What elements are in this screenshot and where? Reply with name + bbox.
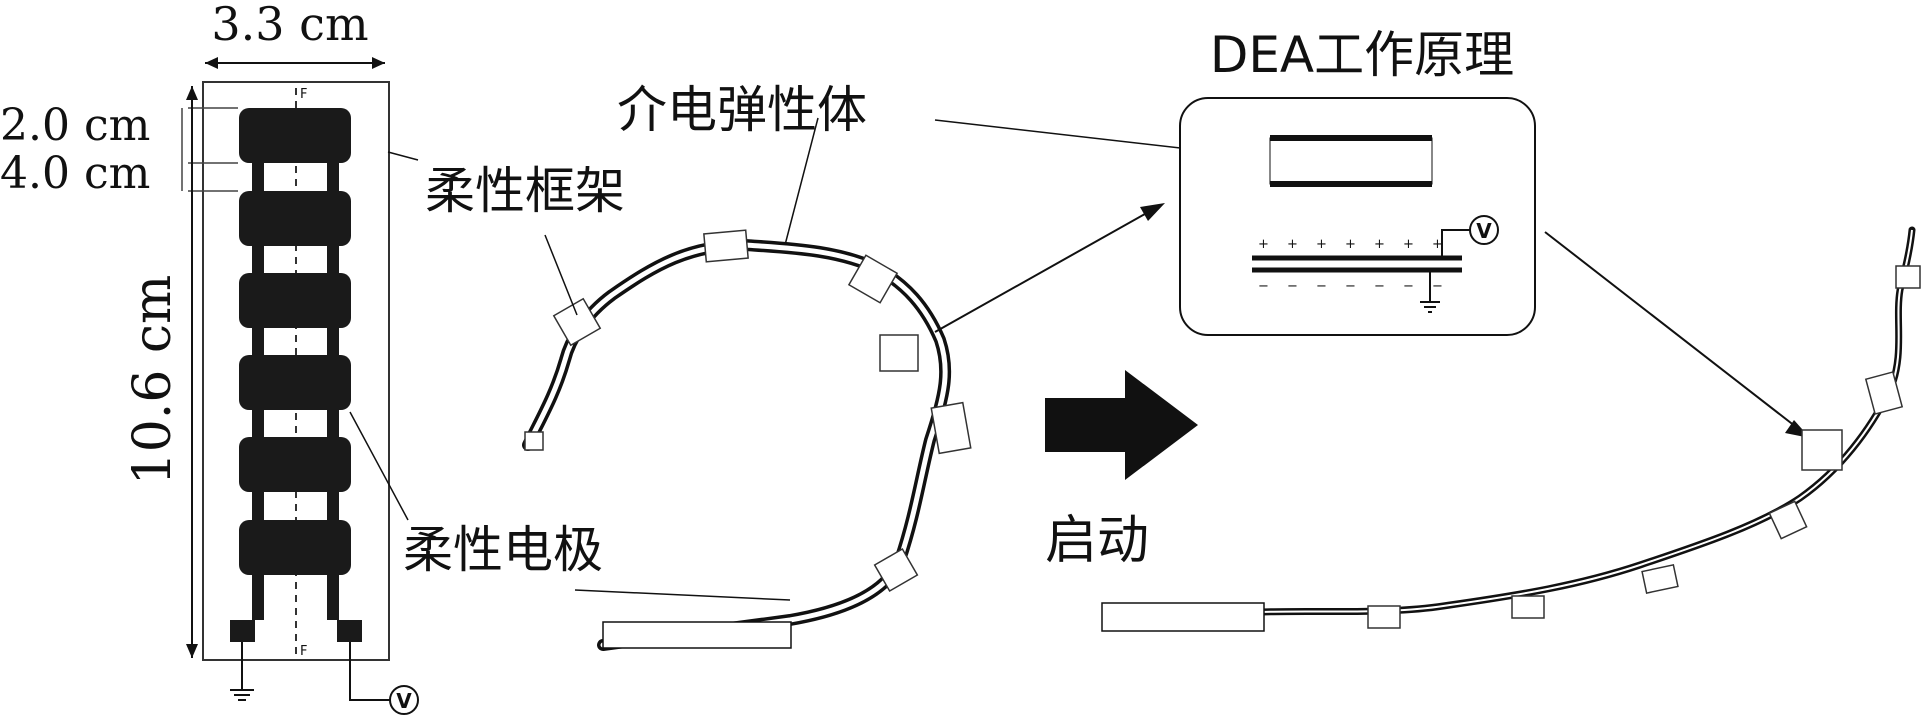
base-strip — [602, 621, 792, 649]
actuation-arrow-group: 启动 — [1045, 370, 1198, 571]
inset-voltage-source-icon: V — [1441, 215, 1499, 258]
dielectric-elastomer-label: 介电弹性体 — [617, 81, 867, 139]
frame-segment — [1864, 371, 1904, 415]
inset-voltage-label: V — [1476, 219, 1492, 243]
dea-principle-inset: DEA工作原理 + + + + + + + − − − − − − − — [1179, 26, 1536, 336]
electrode-pad — [239, 191, 351, 246]
total-height-label: 10.6 cm — [123, 275, 183, 486]
frame-segment — [930, 401, 972, 455]
svg-text:−: − — [1403, 279, 1414, 294]
frame-segment — [1801, 429, 1843, 471]
electrode-pad — [239, 437, 351, 492]
terminal-pad-left — [230, 620, 255, 642]
svg-text:−: − — [1432, 279, 1443, 294]
svg-text:−: − — [1374, 279, 1385, 294]
electrode-bus-left — [252, 160, 264, 580]
svg-text:+: + — [1374, 237, 1385, 252]
svg-text:+: + — [1432, 237, 1443, 252]
svg-text:+: + — [1287, 237, 1298, 252]
frame-segment — [703, 229, 749, 263]
frame-segment — [1367, 605, 1401, 629]
force-top-label: F — [300, 87, 307, 102]
lead-leg-left — [252, 575, 264, 620]
dielectric-callout-line — [784, 117, 819, 246]
svg-text:−: − — [1258, 279, 1269, 294]
extended-strip-inner — [1261, 229, 1913, 613]
negative-charges: − − − − − − − — [1258, 279, 1443, 294]
lead-leg-right — [327, 575, 339, 620]
electrode-pad — [239, 520, 351, 575]
actuation-arrow-icon — [1045, 370, 1198, 480]
width-dimension-label: 3.3 cm — [211, 0, 368, 51]
electrode-bus-right — [327, 160, 339, 580]
frame-segment — [1641, 564, 1679, 594]
curled-strip-inner — [525, 242, 948, 648]
svg-text:+: + — [1403, 237, 1414, 252]
frame-segment — [879, 334, 919, 372]
flexible-electrode-label: 柔性电极 — [403, 521, 603, 579]
extended-frame-segments — [1367, 265, 1921, 629]
electrode-callout-line — [349, 411, 409, 521]
frame-segment — [1895, 265, 1921, 289]
flexible-frame-outline — [202, 81, 390, 661]
ground-icon — [230, 642, 254, 701]
segment-dimension-markers — [181, 107, 238, 192]
electrode-callout-line-2 — [574, 589, 791, 601]
voltage-source-icon: V — [349, 642, 419, 715]
curled-actuator-panel: 介电弹性体 — [522, 81, 972, 651]
frame-segment — [524, 431, 544, 451]
flexible-electrodes — [230, 108, 362, 642]
callout-arrows — [934, 119, 1810, 438]
extended-actuator-panel — [1101, 226, 1921, 632]
width-dimension-arrow — [205, 57, 385, 69]
flexible-frame-label: 柔性框架 — [425, 162, 625, 220]
frame-segment — [847, 254, 899, 304]
frame-segments — [524, 229, 972, 593]
inset-title: DEA工作原理 — [1210, 26, 1514, 84]
frame-segment — [873, 547, 919, 593]
force-bottom-label: F — [300, 644, 307, 659]
actuate-label: 启动 — [1045, 511, 1149, 571]
relaxed-elastomer — [1269, 137, 1433, 185]
svg-text:−: − — [1287, 279, 1298, 294]
frame-callout-line-2 — [544, 234, 578, 316]
dea-strip-panel: 3.3 cm F F — [0, 0, 625, 715]
svg-text:+: + — [1316, 237, 1327, 252]
gap-height-label: 4.0 cm — [0, 148, 150, 199]
svg-text:+: + — [1345, 237, 1356, 252]
frame-segment — [552, 297, 602, 347]
terminal-pad-right — [337, 620, 362, 642]
inset-box — [1179, 97, 1536, 336]
frame-segment — [1768, 500, 1808, 540]
svg-text:−: − — [1345, 279, 1356, 294]
inset-ground-icon — [1420, 270, 1440, 313]
voltage-symbol-label: V — [396, 689, 412, 713]
electrode-pad — [239, 108, 351, 163]
positive-charges: + + + + + + + — [1258, 237, 1443, 252]
svg-text:+: + — [1258, 237, 1269, 252]
segment-height-label: 2.0 cm — [0, 100, 150, 151]
svg-text:−: − — [1316, 279, 1327, 294]
electrode-pad — [239, 273, 351, 328]
electrode-pad — [239, 355, 351, 410]
total-height-arrow — [186, 86, 198, 658]
frame-callout-line — [387, 151, 419, 161]
extended-base-strip — [1101, 602, 1265, 632]
frame-segment — [1511, 595, 1545, 619]
